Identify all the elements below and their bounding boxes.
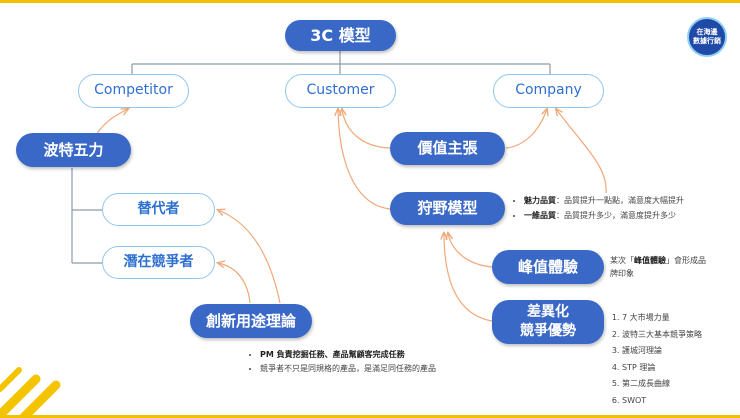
node-peak-experience: 峰值體驗 (492, 250, 604, 284)
brand-logo-line1: 在海邊 (696, 28, 718, 36)
arrow-value-to-company (505, 109, 547, 149)
node-differentiation-line2: 競爭優勢 (520, 323, 576, 339)
note-differentiation-item: STP 理論 (622, 360, 730, 377)
node-innovation-use-theory: 創新用途理論 (190, 304, 312, 338)
arrow-value-to-customer (342, 109, 391, 149)
note-peak: 某次「峰值體驗」會形成品牌印象 (610, 256, 706, 278)
decorative-stripes (0, 367, 61, 415)
node-porter-five-forces: 波特五力 (16, 133, 131, 167)
note-differentiation-item: 護城河理論 (622, 343, 730, 360)
arrow-porter-to-competitor (95, 109, 128, 136)
note-kano: 魅力品質：品質提升一點點，滿意度大幅提升 一維品質：品質提升多少，滿意度提升多少 (512, 193, 712, 223)
node-company: Company (493, 74, 604, 108)
arrow-note-to-company (556, 109, 607, 194)
arrow-innovation-to-substitutes (218, 210, 281, 304)
node-competitor: Competitor (78, 74, 189, 108)
arrow-diff-to-kano (444, 233, 493, 322)
tree-connector-root (131, 51, 551, 74)
connector-layer (0, 51, 607, 415)
node-3c-model: 3C 模型 (285, 20, 396, 51)
note-differentiation-item: 波特三大基本競爭策略 (622, 327, 730, 344)
node-potential-competitors: 潛在競爭者 (102, 246, 215, 279)
node-substitutes: 替代者 (102, 193, 215, 226)
note-differentiation-item: 7 大市場力量 (622, 310, 730, 327)
arrow-peak-to-kano (448, 233, 493, 268)
node-customer: Customer (285, 74, 396, 108)
note-differentiation-item: SWOT (622, 393, 730, 410)
brand-logo: 在海邊 數據行銷 (687, 17, 727, 57)
arrow-kano-to-customer (338, 109, 391, 210)
node-differentiation: 差異化 競爭優勢 (492, 300, 604, 344)
arrow-innovation-to-potential (218, 263, 251, 304)
tree-connector-porter (71, 168, 102, 264)
brand-logo-line2: 數據行銷 (693, 37, 721, 45)
note-innovation-item: PM 負責挖掘任務、產品幫顧客完成任務 (260, 348, 468, 362)
node-differentiation-line1: 差異化 (527, 304, 569, 320)
note-innovation: PM 負責挖掘任務、產品幫顧客完成任務 競爭者不只是同規格的產品，是滿足同任務的… (248, 348, 468, 376)
note-kano-item: 魅力品質：品質提升一點點，滿意度大幅提升 (524, 193, 712, 208)
note-differentiation-item: 第二成長曲線 (622, 376, 730, 393)
note-innovation-item: 競爭者不只是同規格的產品，是滿足同任務的產品 (260, 362, 468, 376)
node-value-proposition: 價值主張 (390, 132, 505, 165)
node-kano-model: 狩野模型 (390, 192, 505, 225)
note-kano-item: 一維品質：品質提升多少，滿意度提升多少 (524, 208, 712, 223)
note-differentiation: 7 大市場力量 波特三大基本競爭策略 護城河理論 STP 理論 第二成長曲線 S… (610, 310, 730, 409)
